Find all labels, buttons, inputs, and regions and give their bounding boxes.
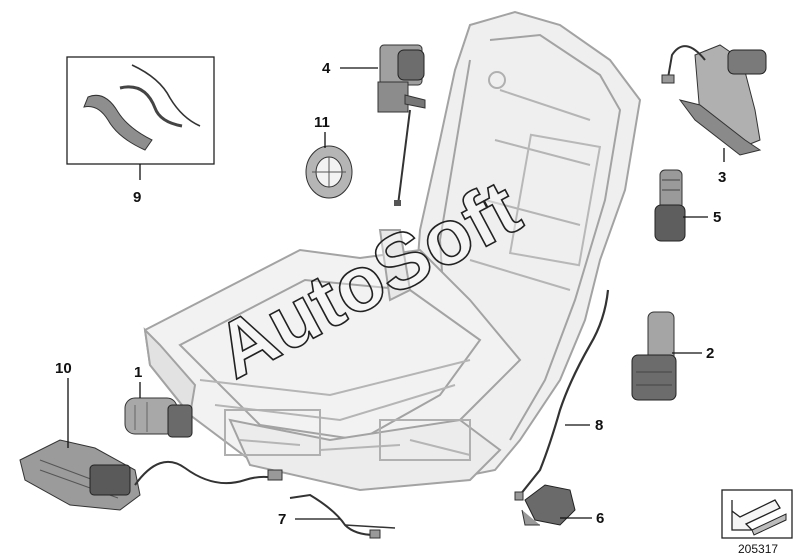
callout-2: 2: [706, 345, 714, 362]
callout-7: 7: [278, 511, 286, 528]
part-3-height-motor: [661, 44, 767, 156]
part-7-cable: [289, 493, 396, 539]
part-10-gearbox: [19, 439, 283, 511]
reference-box: 205317: [721, 489, 793, 556]
part-11-bearing: [305, 145, 353, 199]
callout-4: 4: [322, 60, 331, 77]
callout-10: 10: [55, 360, 72, 377]
callout-labels: 9 11 4 3 5 2 1 10 7 8 6: [55, 60, 726, 528]
part-5-motor: [654, 169, 686, 242]
leader-lines: [67, 67, 725, 520]
part-4-backrest-motor: [377, 44, 426, 206]
part-9-cable-set: [66, 56, 215, 165]
callout-11: 11: [314, 114, 330, 131]
reference-number: 205317: [738, 542, 778, 556]
callout-8: 8: [595, 417, 603, 434]
part-8-bowden-cable: [514, 289, 610, 501]
callout-5: 5: [713, 209, 721, 226]
part-6-lever: [521, 484, 576, 526]
callout-6: 6: [596, 510, 604, 527]
seat-frame: [143, 10, 642, 492]
callout-9: 9: [133, 189, 141, 206]
callout-3: 3: [718, 169, 726, 186]
arrow-icon: [731, 499, 781, 531]
part-2-gear-motor: [631, 311, 677, 401]
callout-1: 1: [134, 364, 142, 381]
part-1-motor: [124, 397, 193, 438]
